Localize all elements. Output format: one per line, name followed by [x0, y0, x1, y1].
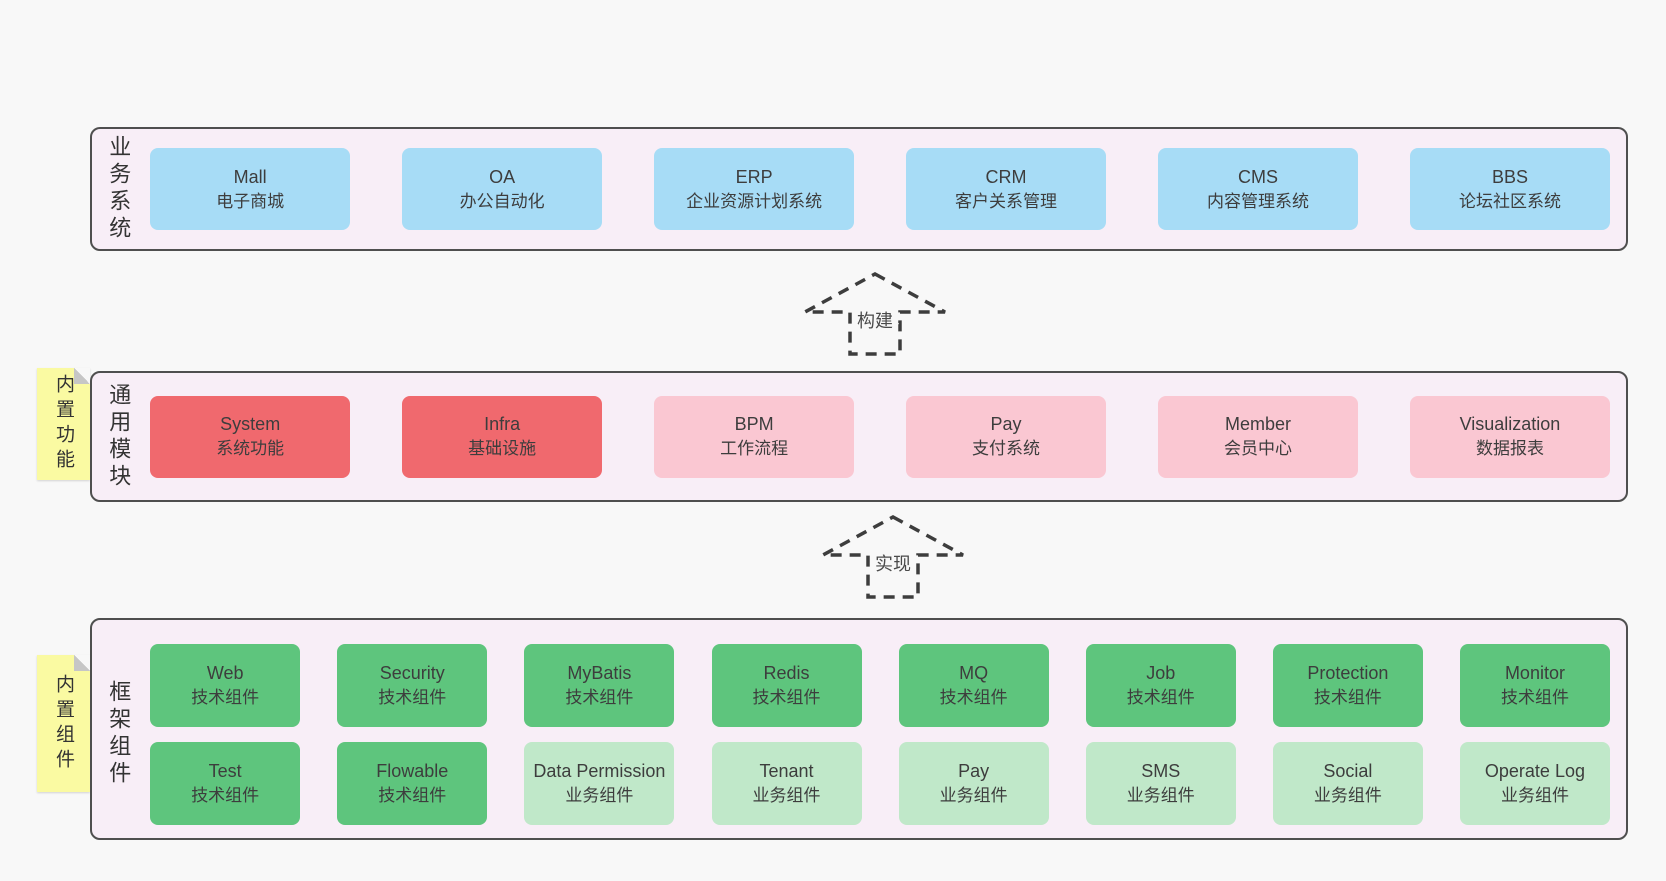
box-bbs: BBS 论坛社区系统	[1409, 148, 1610, 230]
component-rows: Web 技术组件 Security 技术组件 MyBatis 技术组件 Redi…	[150, 643, 1610, 825]
box-mybatis: MyBatis 技术组件	[524, 643, 675, 727]
box-security: Security 技术组件	[337, 643, 488, 727]
box-data-permission: Data Permission 业务组件	[524, 741, 675, 825]
box-sms: SMS 业务组件	[1085, 741, 1236, 825]
business-boxes-row: Mall 电子商城 OA 办公自动化 ERP 企业资源计划系统 CRM 客户关系…	[150, 148, 1610, 230]
box-protection: Protection 技术组件	[1272, 643, 1423, 727]
sticky-note-built-in-components: 内置组件	[37, 655, 90, 792]
box-bpm: BPM 工作流程	[654, 395, 855, 478]
band-business-systems: 业务系统 Mall 电子商城 OA 办公自动化 ERP 企业资源计划系统 CRM…	[90, 127, 1628, 251]
arrow-build-icon: 构建	[804, 272, 946, 356]
box-pay: Pay 支付系统	[906, 395, 1107, 478]
box-job: Job 技术组件	[1085, 643, 1236, 727]
sticky-fold-icon	[74, 368, 90, 384]
box-flowable: Flowable 技术组件	[337, 741, 488, 825]
band-common-modules: 通用模块 System 系统功能 Infra 基础设施 BPM 工作流程 Pay…	[90, 371, 1628, 502]
box-mall: Mall 电子商城	[150, 148, 351, 230]
module-boxes-row: System 系统功能 Infra 基础设施 BPM 工作流程 Pay 支付系统…	[150, 395, 1610, 478]
sticky-fold-icon	[74, 655, 90, 671]
box-erp: ERP 企业资源计划系统	[654, 148, 855, 230]
box-visualization: Visualization 数据报表	[1409, 395, 1610, 478]
box-cms: CMS 内容管理系统	[1158, 148, 1358, 230]
box-system: System 系统功能	[150, 395, 351, 478]
arrow-build-outline	[804, 272, 946, 356]
arrow-implement-icon: 实现	[822, 515, 964, 599]
sticky-note-built-in-features: 内置功能	[37, 368, 90, 480]
component-row-1: Web 技术组件 Security 技术组件 MyBatis 技术组件 Redi…	[150, 643, 1610, 727]
component-row-2: Test 技术组件 Flowable 技术组件 Data Permission …	[150, 741, 1610, 825]
box-member: Member 会员中心	[1158, 395, 1358, 478]
box-web: Web 技术组件	[150, 643, 301, 727]
box-mq: MQ 技术组件	[898, 643, 1049, 727]
box-infra: Infra 基础设施	[402, 395, 603, 478]
box-monitor: Monitor 技术组件	[1459, 643, 1610, 727]
box-test: Test 技术组件	[150, 741, 301, 825]
band-label-common-modules: 通用模块	[106, 382, 132, 491]
box-pay-component: Pay 业务组件	[898, 741, 1049, 825]
box-redis: Redis 技术组件	[711, 643, 862, 727]
box-tenant: Tenant 业务组件	[711, 741, 862, 825]
arrow-implement-label: 实现	[875, 554, 911, 574]
arrow-implement-outline	[822, 515, 964, 599]
arrow-build-label: 构建	[857, 311, 893, 331]
band-label-framework-components: 框架组件	[106, 680, 132, 788]
box-operate-log: Operate Log 业务组件	[1459, 741, 1610, 825]
box-social: Social 业务组件	[1272, 741, 1423, 825]
band-framework-components: 框架组件 Web 技术组件 Security 技术组件 MyBatis 技术组件…	[90, 618, 1628, 840]
box-crm: CRM 客户关系管理	[906, 148, 1107, 230]
band-label-business-systems: 业务系统	[106, 135, 132, 243]
box-oa: OA 办公自动化	[402, 148, 603, 230]
